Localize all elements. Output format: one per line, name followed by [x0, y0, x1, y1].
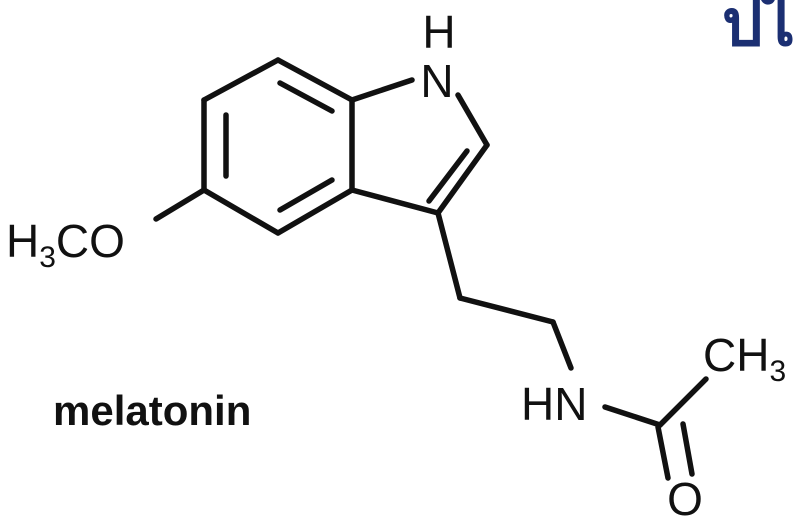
bond-double-carbonyl-o	[680, 421, 695, 477]
methoxy-co-text: CO	[56, 215, 125, 267]
bond-n1-c2	[455, 92, 490, 148]
methoxy-h-text: H	[6, 215, 39, 267]
atom-label-amide-hn: HN	[521, 378, 587, 430]
atom-label-methyl: CH3	[703, 329, 786, 388]
bond-c3-c3a	[349, 187, 441, 216]
ethylamine-chain	[435, 210, 574, 371]
bond-c2-c3	[435, 142, 490, 216]
bond-carbonyl-o	[655, 424, 671, 481]
atom-label-methoxy: H3CO	[6, 215, 125, 274]
bond-c5-o-methoxy	[153, 187, 207, 222]
atom-label-indole-h: H	[422, 6, 455, 58]
bond-double-c2-c3	[426, 148, 470, 204]
bond-c4-c5	[201, 187, 281, 236]
atom-label-indole-n: N	[420, 55, 453, 107]
bond-c7a-n1	[349, 77, 415, 103]
compound-name-label: melatonin	[53, 387, 251, 434]
bond-cb-n	[550, 319, 574, 371]
pyrrole-ring	[349, 77, 490, 216]
bond-c3a-c4	[275, 187, 355, 236]
bond-double-c7-c7a	[277, 80, 335, 114]
atom-label-carbonyl-o: O	[667, 473, 703, 524]
bond-c6-c7	[201, 57, 281, 103]
methyl-subscript: 3	[769, 355, 786, 388]
corner-heading-fragment: ปไ	[722, 0, 795, 59]
bond-c7-c7a	[275, 57, 355, 103]
methoxy-subscript: 3	[39, 241, 56, 274]
bond-carbonyl-methyl	[657, 376, 709, 428]
bond-double-c3a-c4	[277, 177, 335, 213]
bond-c3-ca	[435, 210, 463, 301]
acetyl-group	[602, 376, 709, 481]
bond-ca-cb	[457, 295, 556, 325]
bond-n-c-carbonyl	[602, 404, 663, 428]
methyl-ch-text: CH	[703, 329, 769, 381]
benzene-ring	[201, 57, 355, 236]
